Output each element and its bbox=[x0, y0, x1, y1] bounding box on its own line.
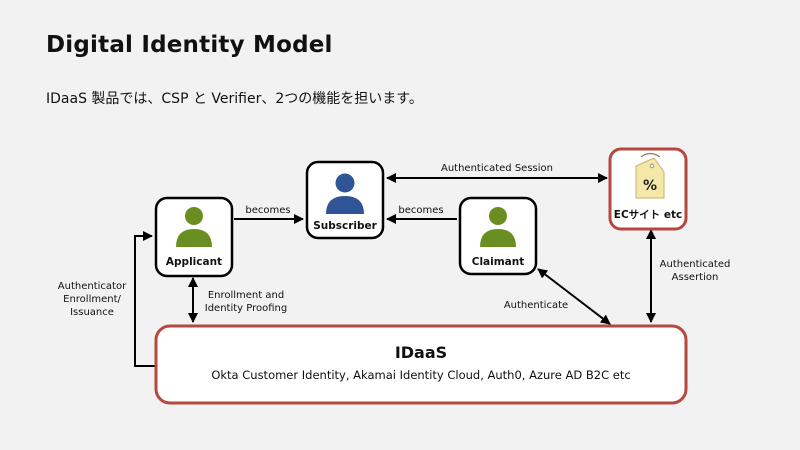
label-authenticator-1: Authenticator bbox=[58, 281, 127, 292]
label-authenticate: Authenticate bbox=[504, 300, 568, 311]
ec-site-label: ECサイト etc bbox=[614, 209, 682, 221]
label-assertion-2: Assertion bbox=[672, 272, 719, 283]
idaas-subtitle: Okta Customer Identity, Akamai Identity … bbox=[211, 368, 630, 382]
label-authenticated-session: Authenticated Session bbox=[441, 163, 553, 174]
person-icon bbox=[326, 173, 364, 214]
percent-symbol: % bbox=[643, 178, 657, 194]
label-authenticator-2: Enrollment/ bbox=[63, 294, 121, 305]
label-enrollment-1: Enrollment and bbox=[208, 290, 284, 301]
label-assertion-1: Authenticated bbox=[660, 259, 731, 270]
applicant-label: Applicant bbox=[166, 256, 222, 268]
edge-authenticate bbox=[537, 268, 611, 325]
edges bbox=[134, 173, 656, 367]
node-applicant: Applicant bbox=[154, 196, 234, 278]
person-icon bbox=[176, 207, 212, 247]
edge-authenticator-enrollment bbox=[134, 231, 156, 367]
label-claimant-becomes: becomes bbox=[398, 205, 443, 216]
subscriber-label: Subscriber bbox=[313, 220, 377, 232]
person-icon bbox=[480, 207, 516, 247]
node-claimant: Claimant bbox=[458, 196, 538, 276]
idaas-title: IDaaS bbox=[395, 343, 447, 362]
node-ec-site: % ECサイト etc bbox=[608, 147, 688, 231]
claimant-label: Claimant bbox=[472, 256, 525, 268]
page-subtitle: IDaaS 製品では、CSP と Verifier、2つの機能を担います。 bbox=[46, 91, 423, 107]
price-tag-icon: % bbox=[635, 152, 665, 199]
label-applicant-becomes: becomes bbox=[245, 205, 290, 216]
label-authenticator-3: Issuance bbox=[70, 307, 114, 318]
node-subscriber: Subscriber bbox=[305, 160, 385, 240]
page-title: Digital Identity Model bbox=[46, 32, 333, 58]
idaas-box: IDaaS Okta Customer Identity, Akamai Ide… bbox=[154, 324, 688, 405]
label-enrollment-2: Identity Proofing bbox=[205, 303, 287, 314]
